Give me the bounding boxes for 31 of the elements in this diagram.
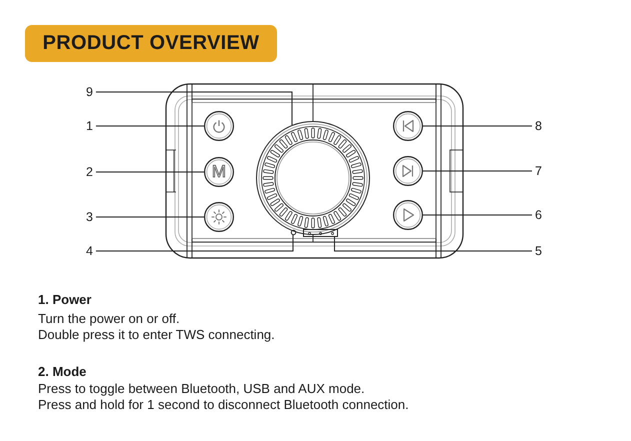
port-panel (303, 229, 338, 237)
leader-line (422, 214, 532, 216)
leader-line (334, 236, 532, 252)
leader-line (95, 234, 294, 252)
callout-number: 1 (86, 119, 93, 133)
description-text: Press to toggle between Bluetooth, USB and AUX mode. (38, 381, 365, 396)
next-button (393, 156, 423, 186)
mode-button: M (204, 157, 234, 187)
callout-number: 9 (86, 85, 93, 99)
title-banner: PRODUCT OVERVIEW (25, 25, 277, 62)
callout-number: 8 (535, 119, 542, 133)
callout-number: 3 (86, 210, 93, 224)
knob (256, 121, 370, 235)
light-button (204, 202, 234, 232)
section-heading: 2. Mode (38, 364, 86, 379)
leader-line (95, 216, 204, 218)
callout-number: 6 (535, 208, 542, 222)
indicator-dot (290, 230, 296, 234)
power-button (204, 111, 234, 141)
play-button (393, 200, 423, 230)
callout-number: 7 (535, 164, 542, 178)
callout-number: 2 (86, 165, 93, 179)
callout-number: 5 (535, 244, 542, 258)
description-text: Double press it to enter TWS connecting. (38, 327, 275, 342)
description-text: Press and hold for 1 second to disconnect Bluetooth connection. (38, 397, 409, 412)
leader-line (95, 92, 292, 126)
callout-number: 4 (86, 244, 93, 258)
description-text: Turn the power on or off. (38, 311, 180, 326)
section-heading: 1. Power (38, 292, 92, 307)
leader-line (422, 170, 532, 172)
previous-button (393, 111, 423, 141)
